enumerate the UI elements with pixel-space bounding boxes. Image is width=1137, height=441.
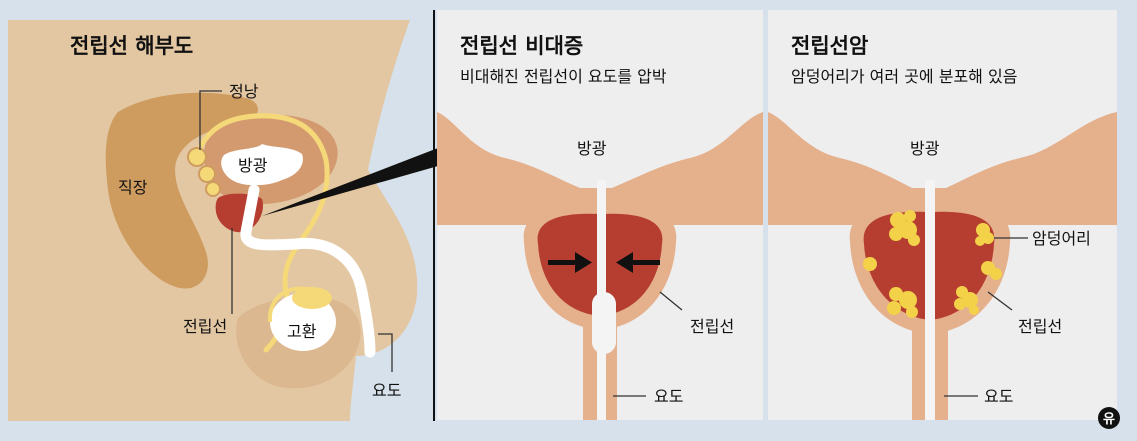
publisher-logo: 유 [1098, 407, 1120, 429]
label-prostate-3: 전립선 [1018, 317, 1062, 336]
panel3-subtitle: 암덩어리가 여러 곳에 분포해 있음 [791, 67, 1017, 86]
bph-panel: 전립선 비대증 비대해진 전립선이 요도를 압박 방광 전립선 요도 [437, 10, 763, 421]
panel1-title: 전립선 해부도 [70, 34, 193, 58]
label-urethra-2: 요도 [654, 387, 683, 406]
cancer-urethra-channel [925, 180, 935, 421]
label-seminal-vesicle: 정낭 [229, 82, 259, 101]
label-urethra-3: 요도 [984, 387, 1013, 406]
body-silhouette [8, 20, 417, 421]
logo-text: 유 [1103, 412, 1115, 427]
seminal-vesicle-3 [206, 182, 220, 196]
label-bladder-2: 방광 [577, 139, 607, 158]
label-testis: 고환 [287, 322, 317, 341]
cancer-panel: 전립선암 암덩어리가 여러 곳에 분포해 있음 방광 암덩어리 전립선 요도 [768, 10, 1117, 421]
seminal-vesicle-1 [188, 148, 206, 166]
label-urethra-1: 요도 [372, 381, 401, 400]
label-tumor: 암덩어리 [1032, 229, 1091, 248]
anatomy-panel: 전립선 해부도 정낭 직장 방광 전립선 고환 요도 [8, 20, 438, 421]
tumor-single-left [863, 257, 877, 271]
panel2-subtitle: 비대해진 전립선이 요도를 압박 [460, 67, 667, 86]
label-bladder-3: 방광 [910, 139, 940, 158]
label-rectum: 직장 [118, 178, 148, 197]
panel2-title: 전립선 비대증 [460, 34, 583, 58]
panel3-title: 전립선암 [791, 34, 868, 58]
label-bladder-1: 방광 [238, 156, 268, 175]
label-prostate-2: 전립선 [690, 317, 734, 336]
bph-urethra-bulge [592, 292, 616, 354]
seminal-vesicle-2 [199, 166, 215, 182]
label-prostate-1: 전립선 [183, 317, 227, 336]
